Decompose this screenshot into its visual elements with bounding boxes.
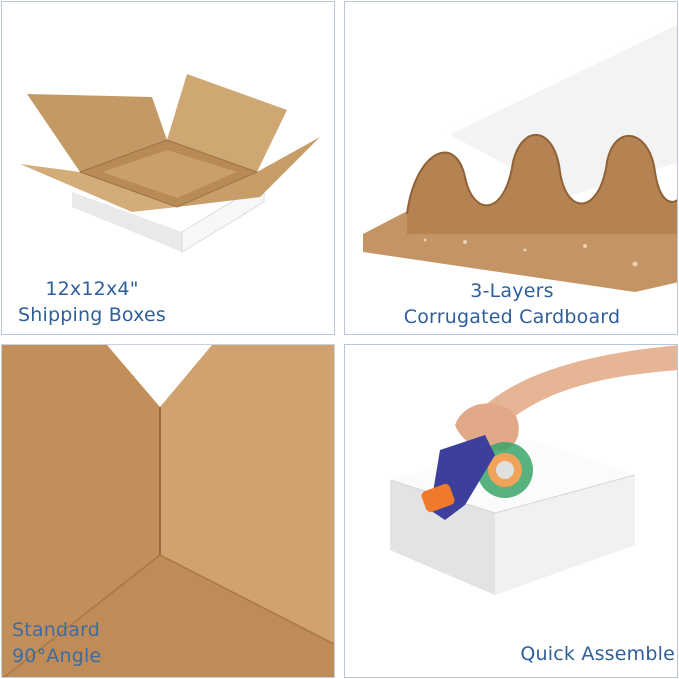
box-side-left: [72, 192, 182, 252]
box-corner-illustration: [2, 345, 334, 677]
caption-angle: Standard 90°Angle: [12, 617, 132, 669]
white-box-side: [390, 480, 495, 595]
panel-quick-assemble: Quick Assemble: [344, 344, 678, 678]
caption-assemble: Quick Assemble: [505, 641, 675, 667]
box-flap-front-right: [177, 137, 320, 207]
box-flap-front-left: [20, 164, 177, 212]
corrugated-illustration: [363, 20, 677, 292]
corner-right-wall: [160, 345, 334, 644]
caption-line-1: Quick Assemble: [520, 643, 675, 665]
taping-illustration: [389, 345, 677, 595]
arm: [483, 345, 677, 420]
caption-line-1: Standard: [12, 619, 101, 641]
corner-opening: [107, 345, 212, 407]
hand: [455, 403, 519, 451]
caption-line-1: 3-Layers: [470, 280, 554, 302]
fluted-medium: [407, 134, 677, 234]
tape-dispenser-handle: [421, 483, 455, 513]
caption-line-2: Corrugated Cardboard: [403, 306, 621, 328]
corner-floor: [4, 555, 334, 677]
caption-line-1: 12x12x4": [45, 278, 139, 300]
box-floor: [102, 150, 237, 198]
caption-line-2: 90°Angle: [12, 645, 102, 667]
caption-line-2: Shipping Boxes: [17, 304, 167, 326]
corner-left-wall: [2, 345, 160, 677]
open-box-illustration: [20, 74, 320, 253]
panel-corrugated-layers: 3-Layers Corrugated Cardboard: [344, 1, 678, 335]
panel-box-corner: Standard 90°Angle: [1, 344, 335, 678]
caption-box-size: 12x12x4" Shipping Boxes: [2, 276, 182, 328]
caption-layers: 3-Layers Corrugated Cardboard: [345, 278, 677, 330]
panel-shipping-box: 12x12x4" Shipping Boxes: [1, 1, 335, 335]
box-flap-back-right: [167, 74, 287, 172]
